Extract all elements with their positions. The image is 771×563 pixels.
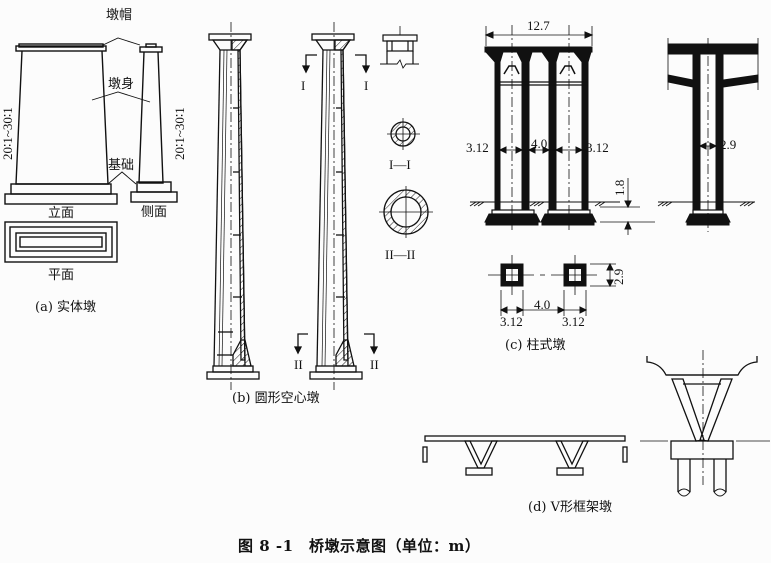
section-mark-II-left: II [294, 357, 303, 372]
section-II-II [379, 186, 433, 238]
solid-pier-plan [4, 221, 118, 263]
column-pier-plan [488, 255, 616, 316]
dim-right-column: 3.12 [586, 140, 609, 155]
top-detail [380, 26, 419, 69]
section-mark-I-right: I [364, 78, 369, 93]
leader-lines-a [91, 37, 151, 185]
label-elevation: 立面 [48, 206, 75, 221]
section-mark-I-left: I [301, 78, 306, 93]
label-plan: 平面 [48, 268, 75, 283]
slope-ratio-left: 20∶1~30∶1 [0, 107, 15, 160]
label-foundation: 基础 [108, 158, 135, 173]
dim-plan-right: 3.12 [562, 314, 585, 329]
v-frame-elevation [422, 435, 628, 476]
section-I-I [387, 118, 420, 150]
column-pier-front [469, 25, 655, 235]
solid-pier-elevation [4, 43, 118, 205]
solid-pier-side [130, 43, 178, 203]
label-pier-cap: 墩帽 [106, 8, 133, 23]
dim-plan-left: 3.12 [500, 314, 523, 329]
dim-plan-middle: 4.0 [534, 297, 551, 312]
label-side-view: 侧面 [141, 205, 168, 220]
dim-middle-spacing: 4.0 [531, 136, 548, 151]
dim-plan-height: 2.9 [611, 268, 626, 285]
caption-d: (d) V形框架墩 [528, 500, 612, 515]
figure-title: 图 8 -1 桥墩示意图（单位：m） [238, 537, 481, 555]
dim-depth: 1.8 [612, 179, 627, 196]
v-frame-section [640, 350, 770, 497]
hollow-pier-2 [293, 22, 379, 390]
hollow-pier-1 [206, 22, 260, 390]
label-pier-body: 墩身 [108, 77, 135, 92]
column-pier-side [657, 38, 759, 232]
caption-c: (c) 柱式墩 [505, 338, 566, 353]
slope-ratio-right: 20∶1~30∶1 [172, 107, 187, 160]
dim-side-width: 2.9 [720, 137, 737, 152]
caption-b: (b) 圆形空心墩 [232, 391, 320, 406]
section-mark-II-right: II [370, 357, 379, 372]
dim-total-width: 12.7 [527, 18, 550, 33]
dim-left-column: 3.12 [466, 140, 489, 155]
section-label-II-II: II—II [385, 247, 416, 262]
section-label-I-I: I—I [389, 157, 411, 172]
caption-a: (a) 实体墩 [35, 300, 97, 315]
